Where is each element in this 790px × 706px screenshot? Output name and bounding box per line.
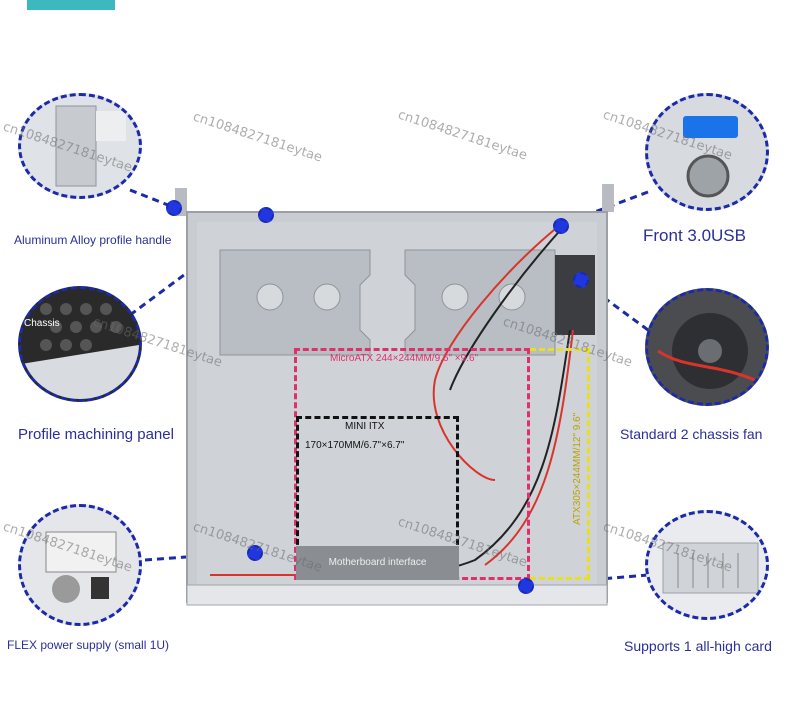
panel-marker-dot (258, 207, 274, 223)
psu-marker-dot (247, 545, 263, 561)
usb-label: Front 3.0USB (643, 226, 746, 245)
card-marker-dot (518, 578, 534, 594)
chassis-image (175, 184, 614, 606)
card-label: Supports 1 all-high card (624, 638, 772, 654)
microatx-label: MicroATX 244×244MM/9.6" ×9.6" (330, 353, 479, 364)
handle-label: Aluminum Alloy profile handle (14, 233, 172, 247)
fan-marker-dot (573, 272, 589, 288)
usb-marker-dot (553, 218, 569, 234)
atx-label: ATX305×244MM/12" 9.6" (572, 412, 583, 525)
handle-marker-dot (166, 200, 182, 216)
mini-itx-title: MINI ITX (345, 421, 385, 432)
mini-itx-size: 170×170MM/6.7"×6.7" (305, 440, 405, 451)
motherboard-interface-label: Motherboard interface (296, 546, 459, 580)
fan-label: Standard 2 chassis fan (620, 426, 763, 442)
fan-detail-circle (645, 288, 769, 406)
panel-detail-circle (18, 286, 142, 402)
panel-tag: Chassis (24, 318, 60, 329)
handle-detail-circle (18, 93, 142, 199)
psu-detail-circle (18, 504, 142, 626)
panel-label: Profile machining panel (18, 426, 174, 443)
usb-detail-circle (645, 93, 769, 211)
top-accent-tab (27, 0, 115, 10)
card-detail-circle (645, 510, 769, 620)
psu-label: FLEX power supply (small 1U) (7, 638, 170, 652)
atx-outline (530, 348, 590, 580)
